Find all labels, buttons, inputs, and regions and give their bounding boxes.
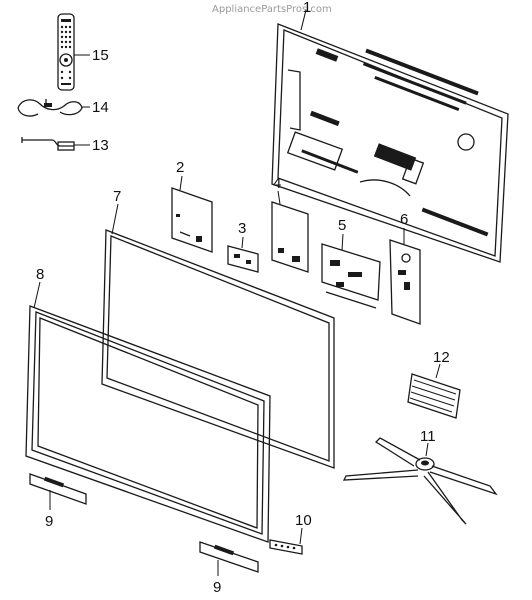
part-9-right-speaker[interactable] (199, 541, 259, 573)
part-9-left-speaker[interactable] (29, 473, 87, 505)
part-3-small-board[interactable] (227, 245, 259, 273)
part-5-connector-board[interactable] (321, 243, 381, 309)
callout-15: 15 (92, 47, 109, 64)
callout-2: 2 (176, 159, 184, 176)
callout-14: 14 (92, 99, 109, 116)
callout-13: 13 (92, 137, 109, 154)
callout-1: 1 (303, 0, 311, 16)
callout-7: 7 (113, 188, 121, 205)
part-2-main-board[interactable] (171, 187, 213, 253)
callout-6: 6 (400, 211, 408, 228)
part-11-stand-base[interactable] (342, 437, 498, 525)
part-12-stand-neck[interactable] (407, 373, 461, 419)
part-6-power-board[interactable] (389, 239, 421, 325)
callout-8: 8 (36, 266, 44, 283)
part-7-frame[interactable] (101, 229, 335, 469)
part-1-rear-cover[interactable] (271, 23, 509, 263)
part-14-power-cord[interactable] (17, 99, 83, 117)
part-13-cable-adapter[interactable] (21, 137, 75, 151)
callout-9-left: 9 (45, 513, 53, 530)
part-10-button-board[interactable] (269, 539, 303, 555)
watermark-text: AppliancePartsPros.com (212, 4, 332, 15)
callout-4: 4 (273, 175, 281, 192)
callout-3: 3 (238, 220, 246, 237)
callout-9-right: 9 (213, 579, 221, 596)
callout-10: 10 (295, 512, 312, 529)
callout-5: 5 (338, 217, 346, 234)
part-8-front-bezel[interactable] (25, 305, 271, 543)
part-15-remote-control[interactable] (57, 13, 75, 91)
part-4-board[interactable] (271, 201, 309, 273)
callout-11: 11 (420, 428, 436, 445)
callout-12: 12 (433, 349, 450, 366)
